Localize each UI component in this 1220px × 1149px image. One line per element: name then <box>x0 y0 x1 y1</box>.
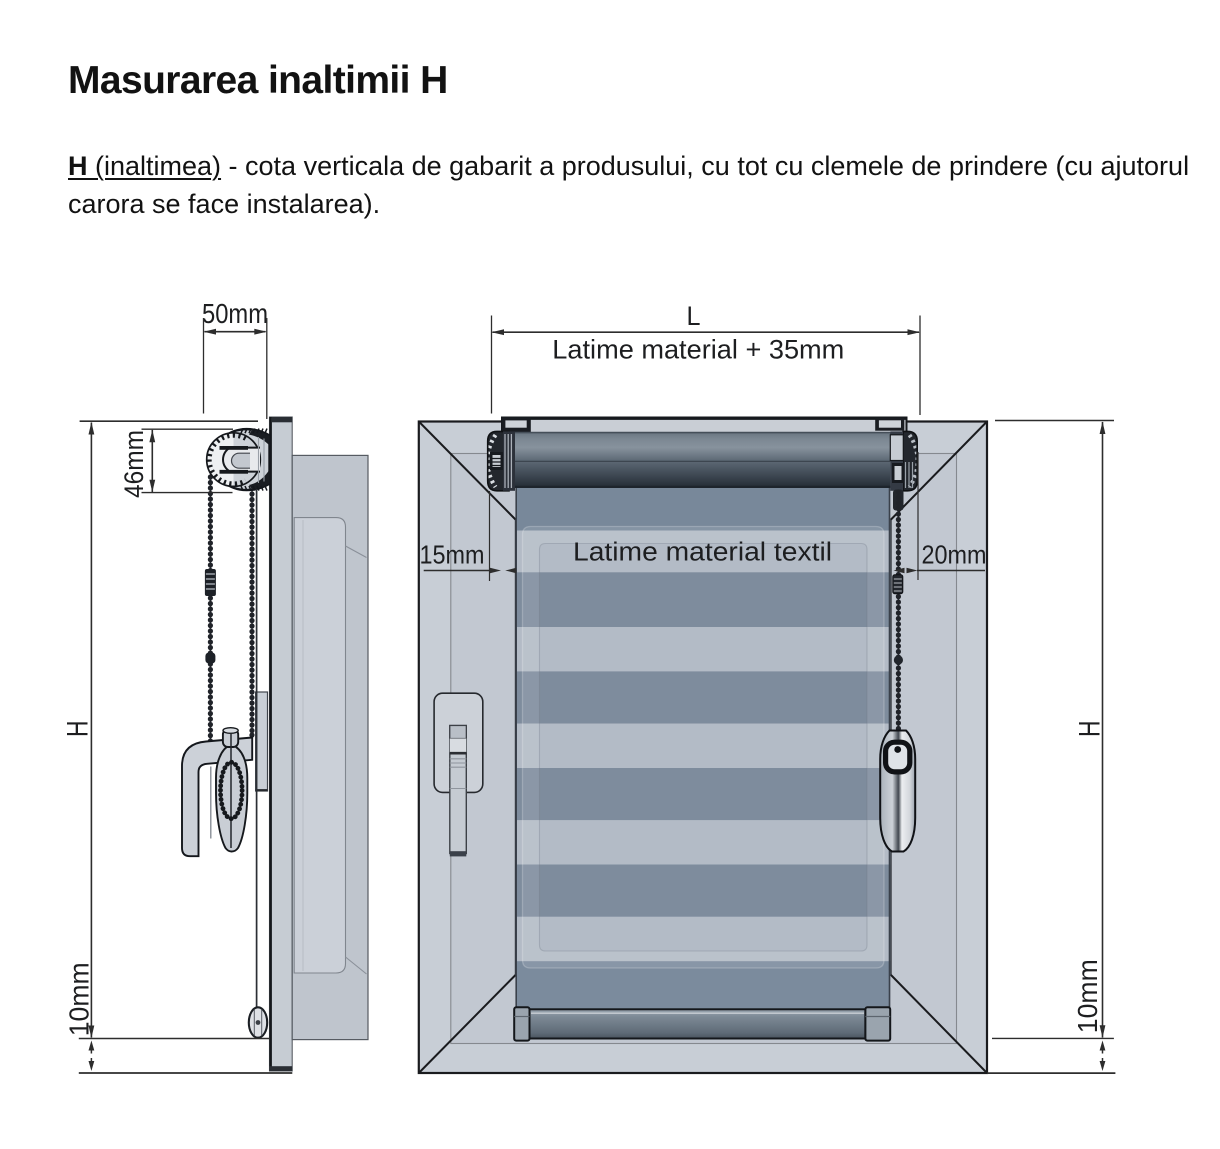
svg-text:L: L <box>687 301 701 331</box>
svg-text:10mm: 10mm <box>64 962 95 1036</box>
svg-text:Latime material textil: Latime material textil <box>573 537 832 567</box>
svg-text:10mm: 10mm <box>1072 959 1103 1033</box>
svg-text:15mm: 15mm <box>420 540 485 570</box>
svg-text:46mm: 46mm <box>119 430 149 498</box>
svg-text:Latime material + 35mm: Latime material + 35mm <box>552 334 844 364</box>
svg-text:20mm: 20mm <box>922 540 987 570</box>
svg-text:50mm: 50mm <box>202 298 268 329</box>
svg-text:H: H <box>62 720 95 737</box>
svg-text:H: H <box>1074 720 1107 737</box>
